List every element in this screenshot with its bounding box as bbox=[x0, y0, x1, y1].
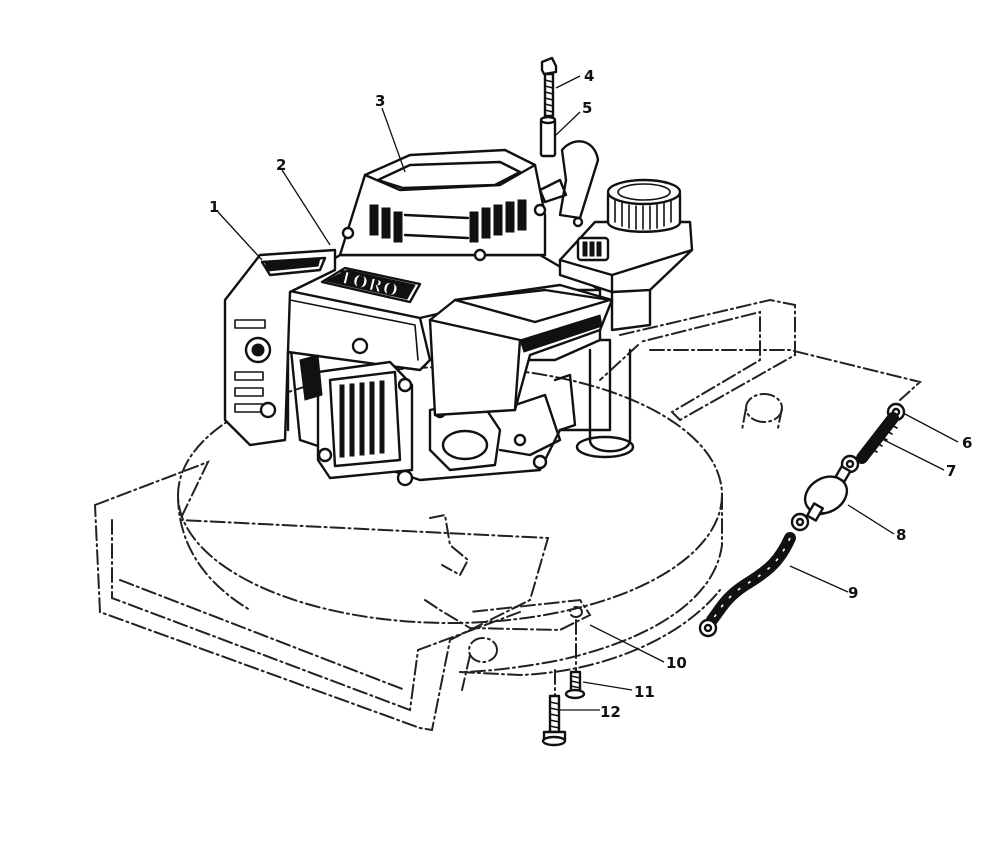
hose-clamp-9 bbox=[698, 618, 718, 638]
muffler-fins bbox=[339, 380, 385, 458]
fuel-tank bbox=[558, 178, 694, 332]
muffler bbox=[299, 354, 414, 487]
callout-6: 6 bbox=[962, 434, 972, 452]
bolt-11 bbox=[564, 670, 586, 700]
callout-3: 3 bbox=[375, 92, 385, 110]
callout-2: 2 bbox=[276, 156, 286, 174]
starter-handle bbox=[538, 140, 600, 228]
fuel-filter-8 bbox=[803, 465, 852, 522]
fuel-hose-9 bbox=[706, 532, 796, 626]
callout-1: 1 bbox=[209, 198, 219, 216]
callout-4: 4 bbox=[584, 67, 594, 85]
bolt-12 bbox=[541, 694, 567, 747]
leader-lines bbox=[217, 75, 959, 711]
air-cleaner bbox=[428, 283, 614, 417]
callout-11: 11 bbox=[634, 683, 655, 701]
muffler-shield bbox=[223, 248, 337, 447]
callout-12: 12 bbox=[600, 703, 621, 721]
spacer-5 bbox=[539, 115, 557, 158]
callout-9: 9 bbox=[848, 584, 858, 602]
fuel-line-assembly bbox=[698, 402, 906, 638]
bolt-4 bbox=[540, 56, 558, 118]
callout-7: 7 bbox=[946, 462, 956, 480]
mower-deck bbox=[93, 298, 923, 732]
callout-5: 5 bbox=[582, 99, 592, 117]
hose-clamp-8 bbox=[790, 512, 810, 532]
engine: TORO bbox=[223, 140, 694, 487]
fuel-hose-7 bbox=[856, 412, 899, 464]
callout-10: 10 bbox=[666, 654, 687, 672]
shroud-grille bbox=[369, 199, 527, 243]
callouts: 1 2 3 4 5 6 7 8 9 10 11 12 bbox=[209, 67, 972, 721]
callout-8: 8 bbox=[896, 526, 906, 544]
